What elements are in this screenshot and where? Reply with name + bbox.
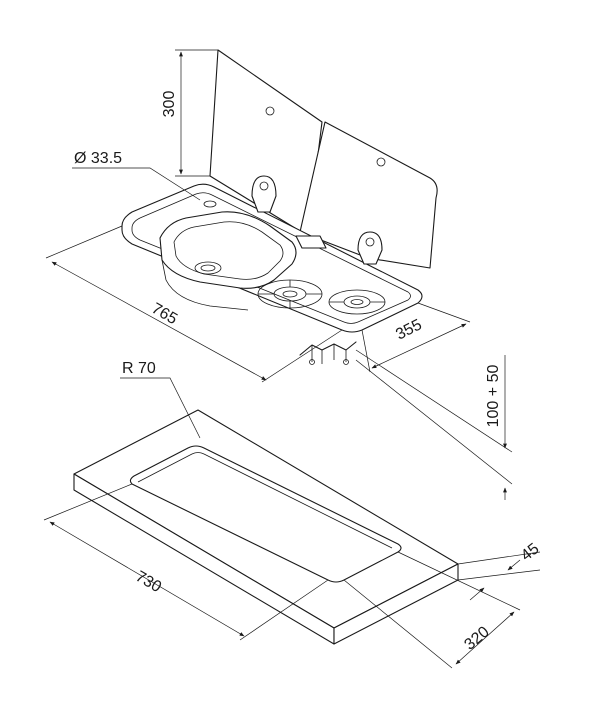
right-lid-hole: [376, 157, 386, 167]
unit-depth-label: 355: [393, 316, 425, 343]
left-lid-hole: [265, 106, 275, 116]
unit-inner-rim: [131, 192, 411, 324]
dimension-edge-distance: 45: [457, 540, 543, 601]
right-burner: [328, 289, 386, 315]
cutout-inner-wall: [137, 452, 393, 549]
gas-connection-icon: [299, 341, 357, 365]
install-depth-label: 100 + 50: [485, 365, 502, 428]
dimension-lid-height: 300: [161, 49, 218, 177]
right-hinge-icon: [357, 231, 383, 265]
right-hinge-pin: [365, 237, 375, 247]
cutout-opening: [129, 445, 402, 583]
cutout-template: [73, 409, 459, 645]
left-hinge-pin: [259, 181, 269, 191]
right-glass-lid: [299, 121, 438, 269]
left-hinge-icon: [251, 175, 277, 213]
dimension-drain-diameter: Ø 33.5: [72, 150, 201, 201]
lid-height-label: 300: [161, 91, 178, 118]
centre-lid-support: [295, 235, 327, 249]
tap-hole: [203, 200, 217, 208]
drain-diameter-label: Ø 33.5: [74, 150, 122, 167]
left-glass-lid: [209, 49, 323, 237]
corner-radius-label: R 70: [122, 360, 156, 377]
dimension-corner-radius: R 70: [120, 360, 201, 439]
dimension-install-depth: 100 + 50: [355, 349, 513, 500]
cutout-length-label: 730: [132, 568, 164, 596]
sink-hob-unit: [121, 49, 438, 365]
cutout-width-label: 320: [461, 623, 492, 653]
edge-distance-label: 45: [518, 540, 543, 564]
